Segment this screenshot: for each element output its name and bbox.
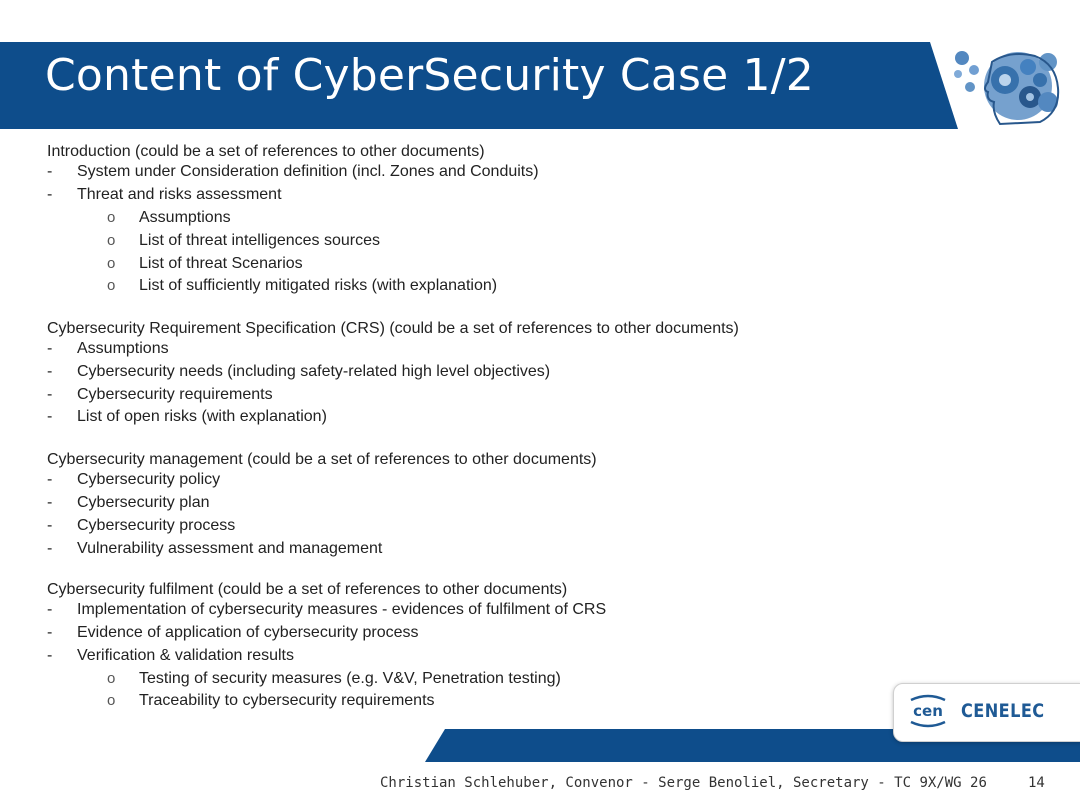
list-item-text: List of threat Scenarios	[139, 255, 303, 272]
list-item-text: Verification & validation results	[77, 647, 294, 664]
list-item-text: List of open risks (with explanation)	[77, 408, 327, 425]
list-item-text: Cybersecurity policy	[77, 471, 221, 488]
dash-bullet: -	[47, 624, 53, 641]
slide-title: Content of CyberSecurity Case 1/2	[45, 50, 814, 101]
cen-logo-icon: cen	[909, 694, 947, 728]
dash-bullet: -	[47, 186, 53, 203]
gears-head-image	[930, 42, 1080, 129]
title-banner	[0, 42, 1080, 129]
section-heading: Cybersecurity Requirement Specification …	[47, 320, 739, 337]
dash-bullet: -	[47, 386, 53, 403]
circle-bullet: o	[107, 209, 116, 226]
dash-bullet: -	[47, 647, 53, 664]
dash-bullet: -	[47, 363, 53, 380]
dash-bullet: -	[47, 494, 53, 511]
list-item-text: Assumptions	[139, 209, 231, 226]
list-item-text: Cybersecurity plan	[77, 494, 210, 511]
cenelec-logo-text: CENELEC	[961, 700, 1045, 722]
list-item-text: Evidence of application of cybersecurity…	[77, 624, 419, 641]
cen-cenelec-logo: cen CENELEC	[893, 683, 1080, 742]
list-item-text: Cybersecurity requirements	[77, 386, 273, 403]
dash-bullet: -	[47, 540, 53, 557]
page-number: 14	[1028, 775, 1045, 791]
dash-bullet: -	[47, 163, 53, 180]
circle-bullet: o	[107, 277, 116, 294]
section-heading: Cybersecurity management (could be a set…	[47, 451, 597, 468]
list-item-text: Traceability to cybersecurity requiremen…	[139, 692, 435, 709]
footer-credits: Christian Schlehuber, Convenor - Serge B…	[380, 775, 987, 791]
circle-bullet: o	[107, 255, 116, 272]
list-item-text: Testing of security measures (e.g. V&V, …	[139, 670, 561, 687]
list-item-text: Threat and risks assessment	[77, 186, 282, 203]
list-item-text: List of sufficiently mitigated risks (wi…	[139, 277, 498, 294]
circle-bullet: o	[107, 692, 116, 709]
list-item-text: Assumptions	[77, 340, 169, 357]
cen-logo-text: cen	[913, 702, 943, 720]
section-heading: Introduction (could be a set of referenc…	[47, 143, 485, 160]
circle-bullet: o	[107, 670, 116, 687]
dash-bullet: -	[47, 517, 53, 534]
list-item-text: Implementation of cybersecurity measures…	[77, 601, 607, 618]
section-heading: Cybersecurity fulfilment (could be a set…	[47, 581, 568, 598]
dash-bullet: -	[47, 340, 53, 357]
list-item-text: Vulnerability assessment and management	[77, 540, 383, 557]
list-item-text: Cybersecurity needs (including safety-re…	[77, 363, 551, 380]
circle-bullet: o	[107, 232, 116, 249]
dash-bullet: -	[47, 408, 53, 425]
dash-bullet: -	[47, 471, 53, 488]
list-item-text: System under Consideration definition (i…	[77, 163, 539, 180]
dash-bullet: -	[47, 601, 53, 618]
list-item-text: List of threat intelligences sources	[139, 232, 381, 249]
list-item-text: Cybersecurity process	[77, 517, 236, 534]
